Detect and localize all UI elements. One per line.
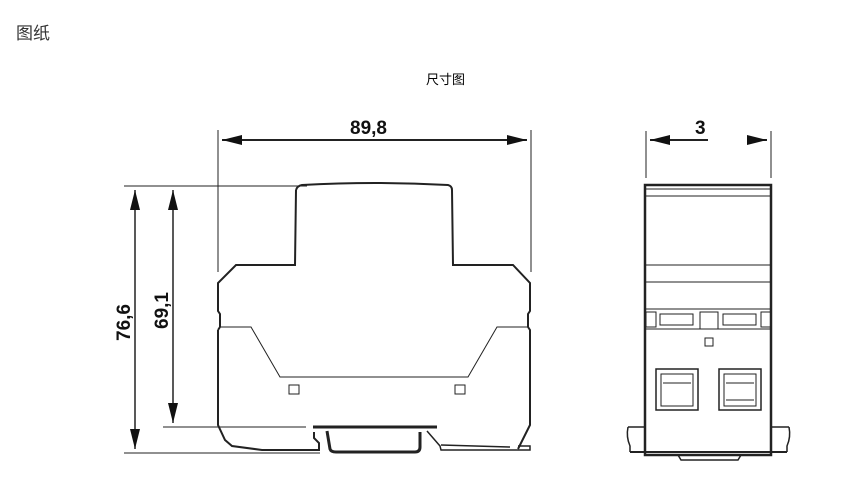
front-view: 3 <box>626 118 791 461</box>
total-height-label: 76,6 <box>114 304 135 341</box>
height-dimensions <box>124 185 320 454</box>
front-marker-square <box>704 337 714 347</box>
section-title: 图纸 <box>16 24 50 44</box>
rail-clip-right <box>426 430 531 451</box>
drawing-caption: 尺寸图 <box>426 73 466 88</box>
side-width-label: 3 <box>695 118 706 139</box>
front-body <box>643 183 773 457</box>
width-dimension-label: 89,8 <box>350 118 387 139</box>
side-width-dimension <box>645 131 772 178</box>
terminal-left <box>655 368 699 411</box>
terminal-right <box>718 368 762 411</box>
front-din-rail <box>626 426 791 461</box>
din-rail <box>313 425 437 454</box>
width-dimension <box>217 130 532 272</box>
marker-square-left <box>288 384 300 395</box>
housing-outline <box>217 182 531 451</box>
marker-square-right <box>454 384 466 395</box>
body-height-label: 69,1 <box>152 292 173 329</box>
panel-line <box>220 326 528 378</box>
side-view: 89,8 76,6 69,1 <box>114 118 532 454</box>
latch-bar <box>645 308 772 330</box>
